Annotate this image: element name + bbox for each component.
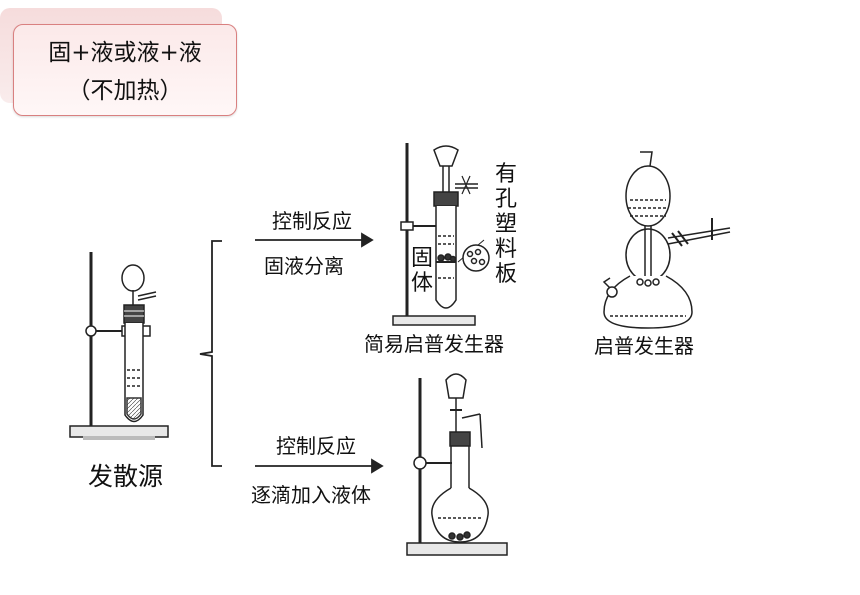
solid-label-char-2: 体: [410, 271, 433, 296]
dropping-funnel-apparatus: [406, 373, 508, 556]
top-arrow-label-1: 控制反应: [272, 209, 352, 233]
simple-kipp-apparatus: [392, 143, 490, 326]
simple-kipp-caption: 简易启普发生器: [364, 332, 504, 356]
plate-label-char-3: 塑: [494, 212, 517, 237]
arrow-top: [255, 232, 374, 248]
source-label: 发散源: [88, 462, 164, 491]
plate-label-char-2: 孔: [494, 187, 517, 212]
plate-label-char-1: 有: [494, 162, 517, 187]
branch-brace: [199, 240, 222, 467]
arrow-bottom: [255, 458, 384, 474]
source-apparatus: [69, 252, 169, 440]
top-arrow-label-2: 固液分离: [264, 254, 344, 278]
solid-label-char-1: 固: [410, 246, 433, 271]
kipp-apparatus: [602, 151, 731, 329]
plate-label: 有 孔 塑 料 板: [494, 162, 518, 287]
plate-label-char-4: 料: [494, 237, 517, 262]
bottom-arrow-label-1: 控制反应: [276, 434, 356, 458]
plate-label-char-5: 板: [494, 262, 517, 287]
solid-label: 固 体: [410, 246, 434, 296]
title-line-1: 固+液或液+液: [48, 40, 202, 66]
title-card: 固+液或液+液 （不加热）: [13, 24, 237, 116]
bottom-arrow-label-2: 逐滴加入液体: [251, 483, 371, 507]
title-line-2: （不加热）: [67, 78, 183, 104]
kipp-caption: 启普发生器: [594, 334, 694, 358]
